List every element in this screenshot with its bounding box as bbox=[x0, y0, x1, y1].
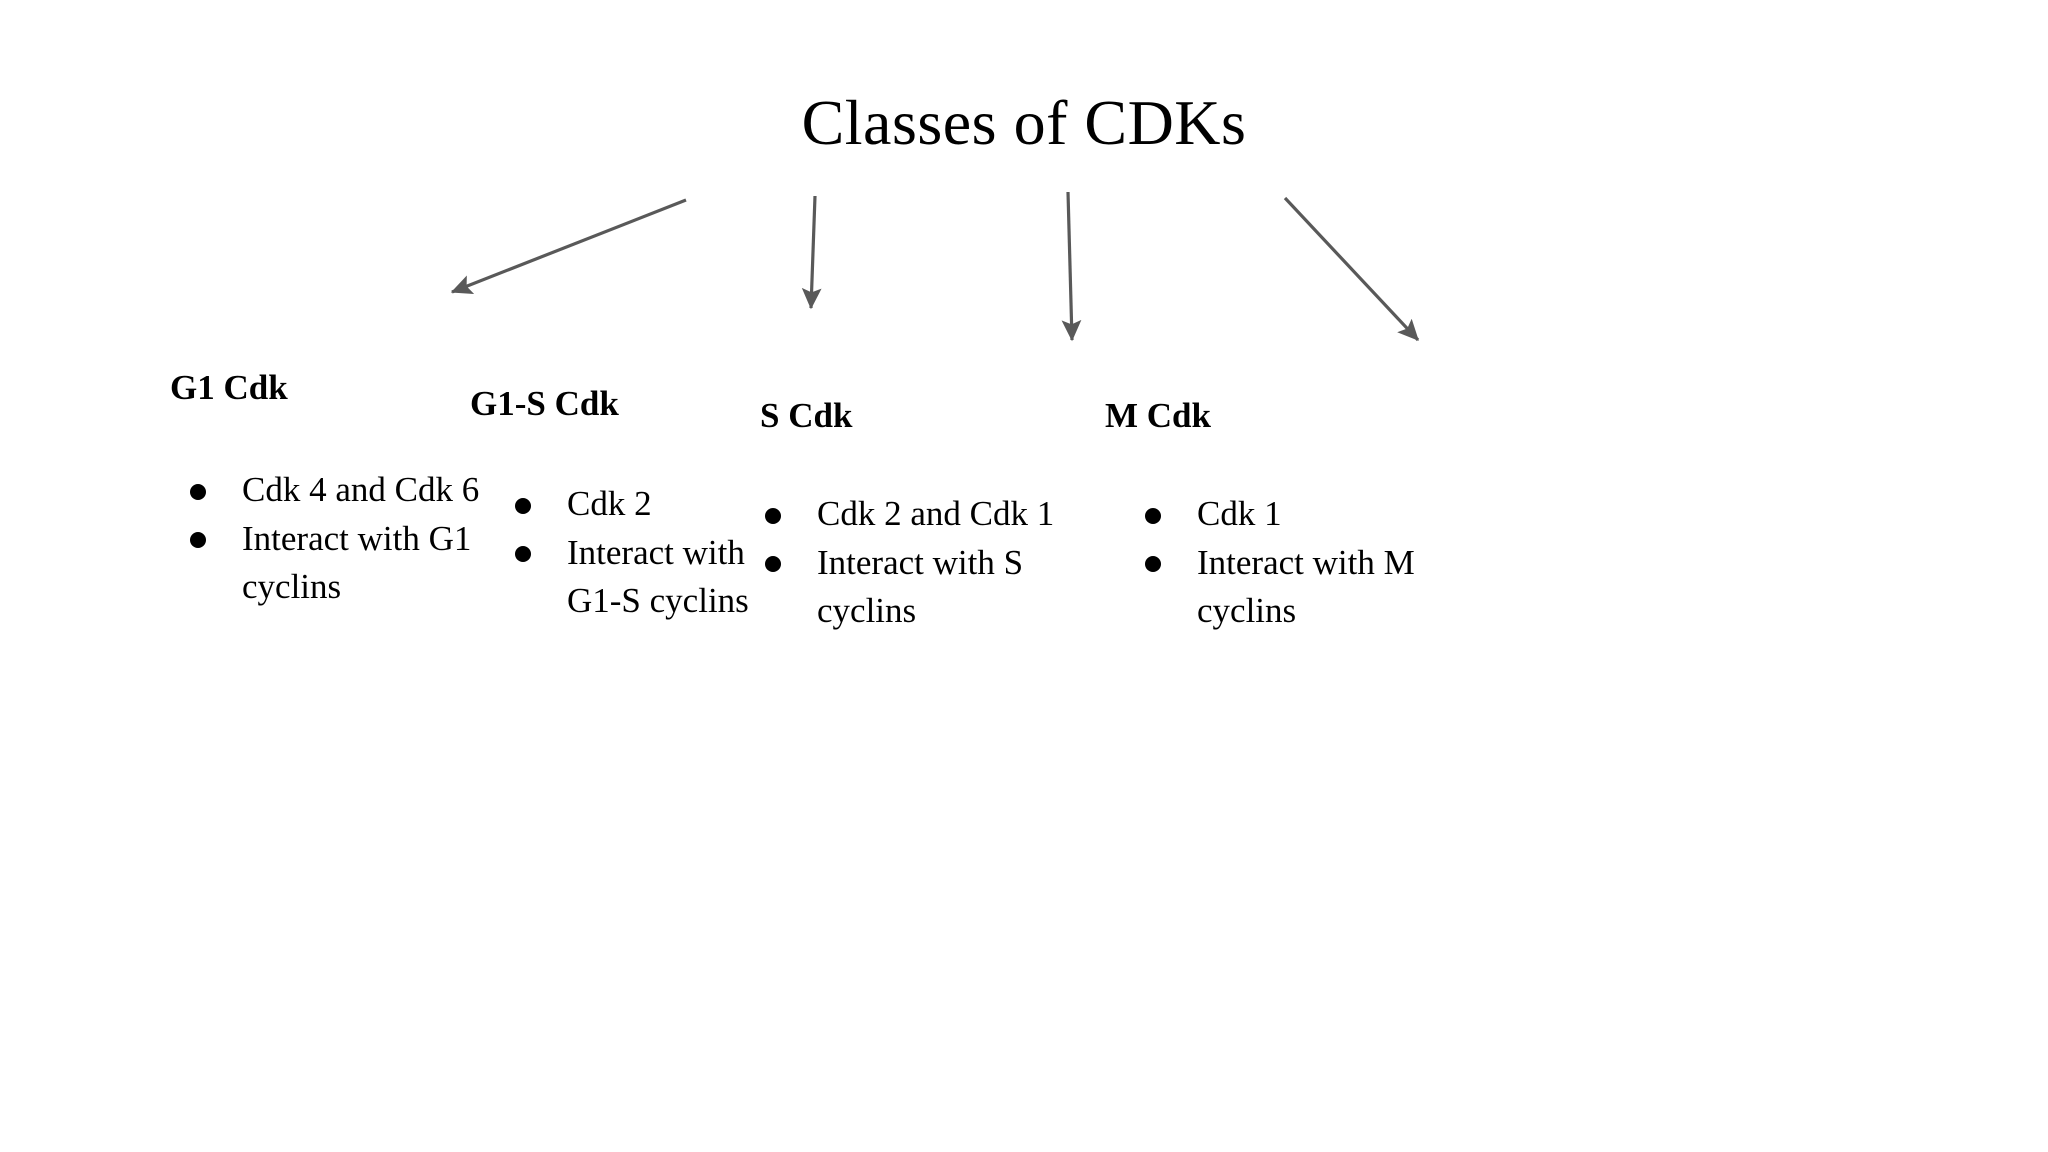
bullet-dot-icon bbox=[190, 532, 206, 549]
bullet-dot-icon bbox=[190, 483, 206, 500]
list-item: Interact with S cyclins bbox=[745, 539, 1080, 636]
list-item-text: Interact with S cyclins bbox=[817, 542, 1024, 630]
list-item-text: Cdk 4 and Cdk 6 bbox=[242, 470, 480, 510]
page-title: Classes of CDKs bbox=[801, 87, 1247, 158]
arrow-to-g1 bbox=[450, 198, 687, 294]
column-header-m-cdk: M Cdk bbox=[1105, 396, 1211, 435]
list-item-text: Interact with M cyclins bbox=[1197, 542, 1415, 630]
bullet-list-s-cdk: Cdk 2 and Cdk 1 Interact with S cyclins bbox=[745, 490, 1080, 635]
bullet-list-g1-s-cdk: Cdk 2 Interact with G1-S cyclins bbox=[495, 480, 790, 625]
list-item-text: Interact with G1-S cyclins bbox=[567, 532, 749, 620]
bullet-list-m-cdk: Cdk 1 Interact with M cyclins bbox=[1125, 490, 1425, 635]
column-g1-s-cdk: G1-S Cdk Cdk 2 Interact with G1-S cyclin… bbox=[470, 384, 790, 625]
column-header-s-cdk: S Cdk bbox=[760, 396, 853, 435]
arrow-to-s bbox=[1061, 191, 1082, 342]
list-item: Cdk 2 bbox=[495, 480, 790, 528]
list-item-text: Cdk 2 bbox=[567, 484, 652, 524]
bullet-dot-icon bbox=[515, 497, 531, 514]
column-s-cdk: S Cdk Cdk 2 and Cdk 1 Interact with S cy… bbox=[760, 396, 1080, 635]
column-header-g1-cdk: G1 Cdk bbox=[170, 368, 288, 407]
list-item-text: Interact with G1 cyclins bbox=[242, 518, 472, 606]
column-m-cdk: M Cdk Cdk 1 Interact with M cyclins bbox=[1105, 396, 1425, 635]
list-item: Cdk 2 and Cdk 1 bbox=[745, 490, 1080, 538]
list-item: Interact with G1-S cyclins bbox=[495, 529, 790, 626]
list-item-text: Cdk 2 and Cdk 1 bbox=[817, 494, 1055, 534]
bullet-dot-icon bbox=[1145, 556, 1161, 573]
bullet-list-g1-cdk: Cdk 4 and Cdk 6 Interact with G1 cyclins bbox=[170, 466, 500, 611]
column-g1-cdk: G1 Cdk Cdk 4 and Cdk 6 Interact with G1 … bbox=[170, 368, 500, 611]
column-header-g1-s-cdk: G1-S Cdk bbox=[470, 384, 619, 423]
list-item: Cdk 4 and Cdk 6 bbox=[170, 466, 500, 514]
bullet-dot-icon bbox=[1145, 507, 1161, 524]
bullet-dot-icon bbox=[765, 507, 781, 524]
bullet-dot-icon bbox=[765, 556, 781, 573]
arrow-to-m bbox=[1283, 196, 1420, 342]
list-item-text: Cdk 1 bbox=[1197, 494, 1282, 534]
bullet-dot-icon bbox=[515, 546, 531, 563]
list-item: Cdk 1 bbox=[1125, 490, 1425, 538]
list-item: Interact with G1 cyclins bbox=[170, 515, 500, 612]
list-item: Interact with M cyclins bbox=[1125, 539, 1425, 636]
arrow-to-g1s bbox=[801, 195, 822, 310]
